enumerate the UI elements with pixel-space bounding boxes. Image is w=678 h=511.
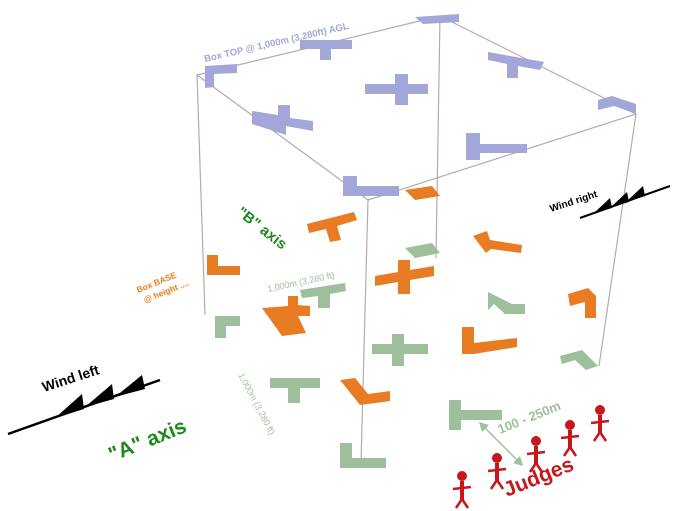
- a-axis-label: "A" axis: [105, 415, 189, 467]
- judges-label: Judges: [500, 453, 577, 502]
- wind-arrow-icon: [7, 375, 161, 436]
- ground-t-marker: [449, 400, 502, 430]
- judges-group: [452, 405, 610, 509]
- top-corner-marker: [598, 96, 636, 114]
- top-t-marker: [466, 133, 527, 160]
- ground-t-marker: [270, 378, 320, 403]
- judges-distance-label: 100 - 250m: [496, 398, 563, 437]
- wind-arrow-icon: [579, 185, 671, 219]
- ground-t-marker: [488, 292, 525, 314]
- box-edges: [196, 15, 637, 464]
- base-cross-marker: [375, 260, 434, 294]
- base-t-marker: [307, 212, 357, 242]
- top-t-marker: [488, 52, 544, 78]
- top-t-marker: [300, 40, 352, 60]
- judge-figure-icon: [526, 436, 546, 473]
- ground-t-marker: [300, 283, 346, 308]
- judge-figure-icon: [452, 471, 472, 509]
- base-t-marker: [262, 296, 310, 336]
- wind-left-label: Wind left: [40, 361, 101, 395]
- wind-right-label: Wind right: [549, 189, 600, 215]
- ground-corner-marker: [340, 443, 386, 468]
- base-t-marker: [462, 327, 517, 354]
- top-t-marker: [252, 105, 313, 135]
- base-plane-markers: [207, 186, 596, 405]
- ground-corner-marker: [405, 243, 440, 258]
- wind-left-indicator: Wind left: [7, 361, 161, 436]
- top-corner-marker: [205, 64, 237, 88]
- ground-plane-markers: [215, 243, 598, 468]
- ground-corner-marker: [560, 350, 598, 370]
- ground-cross-marker: [372, 334, 428, 366]
- base-t-marker: [473, 231, 522, 253]
- judge-figure-icon: [487, 453, 507, 490]
- base-corner-marker: [340, 378, 390, 405]
- b-axis-label: "B" axis: [234, 204, 291, 253]
- judge-figure-icon: [590, 405, 610, 442]
- base-corner-marker: [207, 255, 240, 275]
- judge-figure-icon: [560, 420, 580, 457]
- top-plane-markers: [205, 14, 636, 196]
- base-corner-marker: [568, 288, 596, 318]
- double-arrow-icon: [479, 422, 523, 466]
- wind-right-indicator: Wind right: [549, 185, 671, 219]
- top-corner-marker: [343, 176, 399, 196]
- top-cross-marker: [365, 74, 428, 105]
- ground-corner-marker: [215, 316, 240, 338]
- base-corner-marker: [405, 186, 440, 200]
- top-corner-marker: [415, 14, 459, 24]
